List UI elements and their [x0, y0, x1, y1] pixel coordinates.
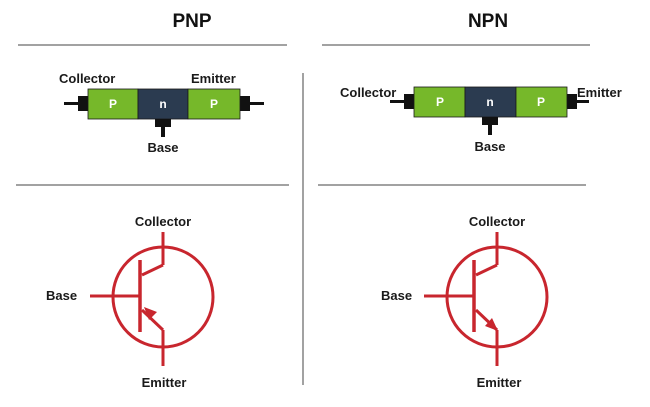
- npn-transistor-symbol: Collector Base Emitter: [381, 214, 549, 390]
- npn-title: NPN: [468, 11, 508, 32]
- npn-n-region: [464, 86, 517, 118]
- npn-block-base-label: Base: [474, 139, 505, 154]
- pnp-symbol-base-label: Base: [46, 288, 77, 303]
- pnp-collector-lead: [64, 102, 88, 105]
- pnp-emitter-arrow: [144, 307, 157, 320]
- pnp-base-lead: [161, 127, 165, 137]
- npn-base-terminal: [482, 117, 498, 125]
- npn-seg-mid: n: [486, 95, 493, 109]
- pnp-title: PNP: [172, 11, 211, 32]
- npn-collector-terminal: [404, 94, 414, 109]
- npn-seg-right: P: [537, 95, 545, 109]
- pnp-block-emitter-label: Emitter: [191, 71, 236, 86]
- pnp-symbol-emitter-label: Emitter: [142, 375, 187, 390]
- npn-collector-diagonal: [475, 263, 498, 277]
- npn-collector-lead: [390, 100, 414, 103]
- npn-emitter-lead: [567, 100, 589, 103]
- pnp-block-collector-label: Collector: [59, 71, 115, 86]
- npn-base-lead: [488, 125, 492, 135]
- pnp-block-base-label: Base: [147, 140, 178, 155]
- npn-block-diagram: Collector Emitter P n P Base: [340, 85, 622, 154]
- pnp-seg-right: P: [210, 97, 218, 111]
- pnp-p-region-left: [87, 88, 139, 120]
- pnp-seg-left: P: [109, 97, 117, 111]
- npn-symbol-base-label: Base: [381, 288, 412, 303]
- npn-symbol-collector-label: Collector: [469, 214, 525, 229]
- pnp-collector-terminal: [78, 96, 88, 111]
- pnp-base-terminal: [155, 119, 171, 127]
- pnp-emitter-lead: [240, 102, 264, 105]
- pnp-p-region-right: [187, 88, 241, 120]
- npn-seg-left: P: [436, 95, 444, 109]
- pnp-collector-diagonal: [141, 263, 164, 277]
- pnp-seg-mid: n: [159, 97, 166, 111]
- npn-block-emitter-label: Emitter: [577, 85, 622, 100]
- pnp-transistor-symbol: Collector Base Emitter: [46, 214, 215, 390]
- pnp-block-diagram: Collector Emitter P n P Base: [59, 71, 264, 155]
- npn-symbol-emitter-label: Emitter: [477, 375, 522, 390]
- pnp-emitter-diagonal: [140, 308, 165, 332]
- npn-block-collector-label: Collector: [340, 85, 396, 100]
- pnp-symbol-collector-label: Collector: [135, 214, 191, 229]
- npn-emitter-arrow: [485, 318, 498, 331]
- npn-p-region-right: [515, 86, 568, 118]
